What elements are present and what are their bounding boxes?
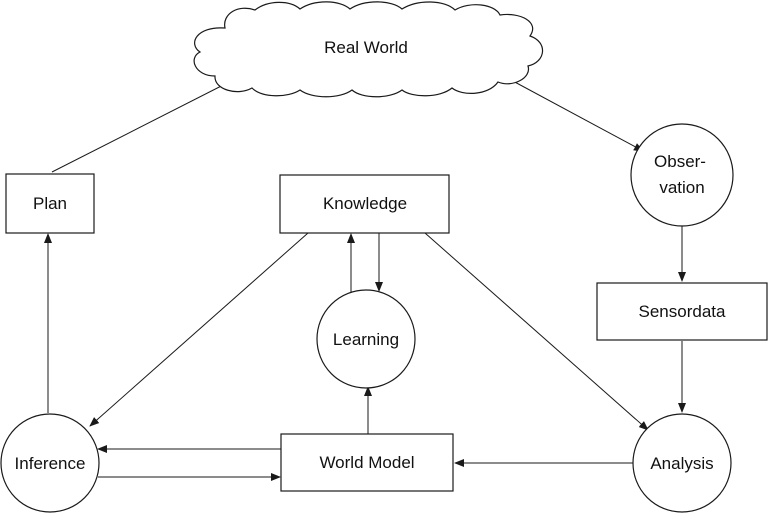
node-plan: Plan bbox=[5, 173, 95, 234]
node-observation: Obser- vation bbox=[630, 123, 734, 227]
observation-label-line-1: Obser- bbox=[654, 152, 706, 171]
cloud-shape bbox=[193, 1, 544, 98]
learning-circle bbox=[316, 289, 416, 389]
observation-label-line-2: vation bbox=[659, 178, 704, 197]
sensordata-box bbox=[596, 282, 768, 341]
knowledge-label: Knowledge bbox=[323, 194, 407, 213]
node-inference: Inference bbox=[0, 413, 100, 513]
node-learning: Learning bbox=[316, 289, 416, 389]
node-analysis: Analysis bbox=[632, 413, 732, 513]
real-world-label: Real World bbox=[324, 38, 408, 57]
learning-label: Learning bbox=[333, 330, 399, 349]
node-world-model: World Model bbox=[280, 433, 454, 492]
edge-knowledge-to-inference bbox=[89, 232, 309, 427]
analysis-circle bbox=[632, 413, 732, 513]
node-real-world: Real World bbox=[193, 1, 544, 98]
analysis-label: Analysis bbox=[650, 454, 713, 473]
node-sensordata: Sensordata bbox=[596, 282, 768, 341]
sensordata-label: Sensordata bbox=[639, 302, 726, 321]
world-model-box bbox=[280, 433, 454, 492]
node-knowledge: Knowledge bbox=[279, 174, 450, 234]
plan-label: Plan bbox=[33, 194, 67, 213]
edge-plan-to-real-world bbox=[51, 77, 238, 173]
plan-box bbox=[5, 173, 95, 234]
observation-circle bbox=[630, 123, 734, 227]
knowledge-box bbox=[279, 174, 450, 234]
world-model-label: World Model bbox=[319, 453, 414, 472]
inference-circle bbox=[0, 413, 100, 513]
edge-knowledge-to-analysis bbox=[424, 232, 649, 431]
edges bbox=[44, 72, 686, 481]
inference-label: Inference bbox=[15, 454, 86, 473]
edge-real-world-to-observation bbox=[497, 72, 644, 152]
